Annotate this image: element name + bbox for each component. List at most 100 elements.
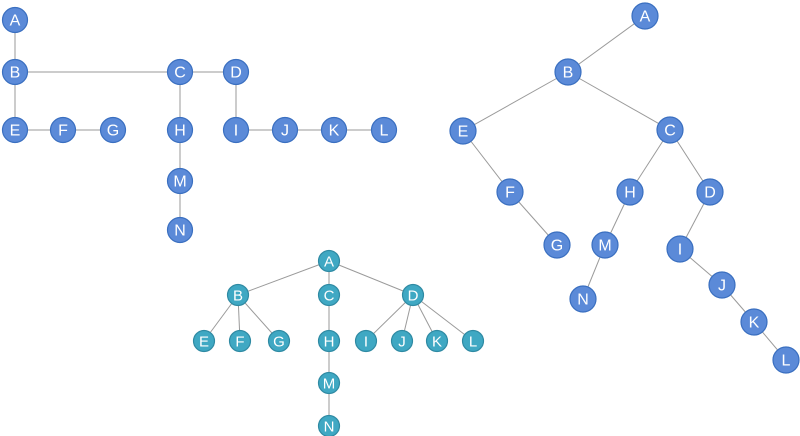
node-circle [666, 235, 694, 263]
node-circle [740, 308, 768, 336]
tree3-node-g: G [267, 329, 291, 353]
tree2-node-h: H [616, 178, 644, 206]
node-label: B [563, 65, 574, 82]
tree1-node-n: N [166, 216, 194, 244]
node-circle [425, 329, 449, 353]
tree2-node-n: N [569, 285, 597, 313]
node-circle [222, 116, 250, 144]
node-label: K [329, 123, 340, 140]
node-label: L [469, 334, 477, 351]
node-circle [390, 329, 414, 353]
tree1-node-b: B [1, 58, 29, 86]
node-label: N [324, 419, 335, 436]
tree2-edge [567, 15, 646, 73]
node-label: E [10, 123, 21, 140]
node-label: E [199, 334, 209, 351]
node-label: H [174, 123, 186, 140]
tree3-node-d: D [401, 283, 425, 307]
node-label: C [174, 65, 186, 82]
node-circle [166, 116, 194, 144]
tree1-node-e: E [1, 116, 29, 144]
tree3-node-j: J [390, 329, 414, 353]
node-circle [370, 116, 398, 144]
tree2-node-c: C [656, 116, 684, 144]
node-circle [772, 346, 800, 374]
tree1-node-d: D [222, 58, 250, 86]
node-label: H [624, 185, 636, 202]
node-circle [317, 283, 341, 307]
tree2-node-d: D [696, 178, 724, 206]
tree3-edge [412, 294, 474, 342]
node-label: C [324, 288, 335, 305]
node-label: D [230, 65, 242, 82]
node-circle [166, 167, 194, 195]
node-label: M [323, 376, 336, 393]
tree3-node-n: N [317, 414, 341, 436]
node-label: I [678, 242, 682, 259]
edges-layer [14, 15, 787, 426]
node-label: B [233, 288, 243, 305]
node-circle [166, 58, 194, 86]
tree3-node-a: A [317, 249, 341, 273]
node-label: I [364, 334, 368, 351]
node-circle [496, 178, 524, 206]
tree2-edge [567, 71, 671, 131]
tree2-node-m: M [591, 231, 619, 259]
node-label: L [380, 123, 389, 140]
node-circle [317, 414, 341, 436]
tree1-node-m: M [166, 167, 194, 195]
node-circle [271, 116, 299, 144]
tree1-node-j: J [271, 116, 299, 144]
tree2-node-i: I [666, 235, 694, 263]
node-label: D [408, 288, 419, 305]
node-circle [631, 2, 659, 30]
node-label: J [281, 123, 289, 140]
node-circle [543, 231, 571, 259]
tree2-node-k: K [740, 308, 768, 336]
tree2-edge [462, 71, 569, 132]
node-label: G [551, 238, 563, 255]
tree3-edge [237, 260, 330, 296]
tree1-node-l: L [370, 116, 398, 144]
tree1-node-i: I [222, 116, 250, 144]
tree2-node-j: J [708, 271, 736, 299]
tree2-node-e: E [449, 117, 477, 145]
node-circle [1, 116, 29, 144]
node-label: G [273, 334, 285, 351]
tree2-node-a: A [631, 2, 659, 30]
node-circle [696, 178, 724, 206]
tree3-node-b: B [226, 283, 250, 307]
tree1-node-a: A [1, 6, 29, 34]
node-label: E [458, 124, 469, 141]
tree3-node-l: L [461, 329, 485, 353]
node-circle [461, 329, 485, 353]
node-circle [554, 58, 582, 86]
tree3-node-c: C [317, 283, 341, 307]
node-label: A [10, 13, 21, 30]
node-circle [320, 116, 348, 144]
tree2-node-f: F [496, 178, 524, 206]
tree2-node-b: B [554, 58, 582, 86]
node-circle [569, 285, 597, 313]
node-label: N [577, 292, 589, 309]
node-circle [228, 329, 252, 353]
tree3-node-i: I [354, 329, 378, 353]
tree2-node-g: G [543, 231, 571, 259]
node-label: J [718, 278, 726, 295]
node-label: K [432, 334, 442, 351]
tree3-node-e: E [192, 329, 216, 353]
node-label: A [324, 254, 334, 271]
node-label: K [749, 315, 760, 332]
node-label: A [640, 9, 651, 26]
node-circle [1, 6, 29, 34]
node-circle [354, 329, 378, 353]
node-circle [222, 58, 250, 86]
node-circle [401, 283, 425, 307]
node-circle [317, 329, 341, 353]
node-circle [226, 283, 250, 307]
tree1-node-g: G [99, 116, 127, 144]
node-circle [656, 116, 684, 144]
tree2-node-l: L [772, 346, 800, 374]
